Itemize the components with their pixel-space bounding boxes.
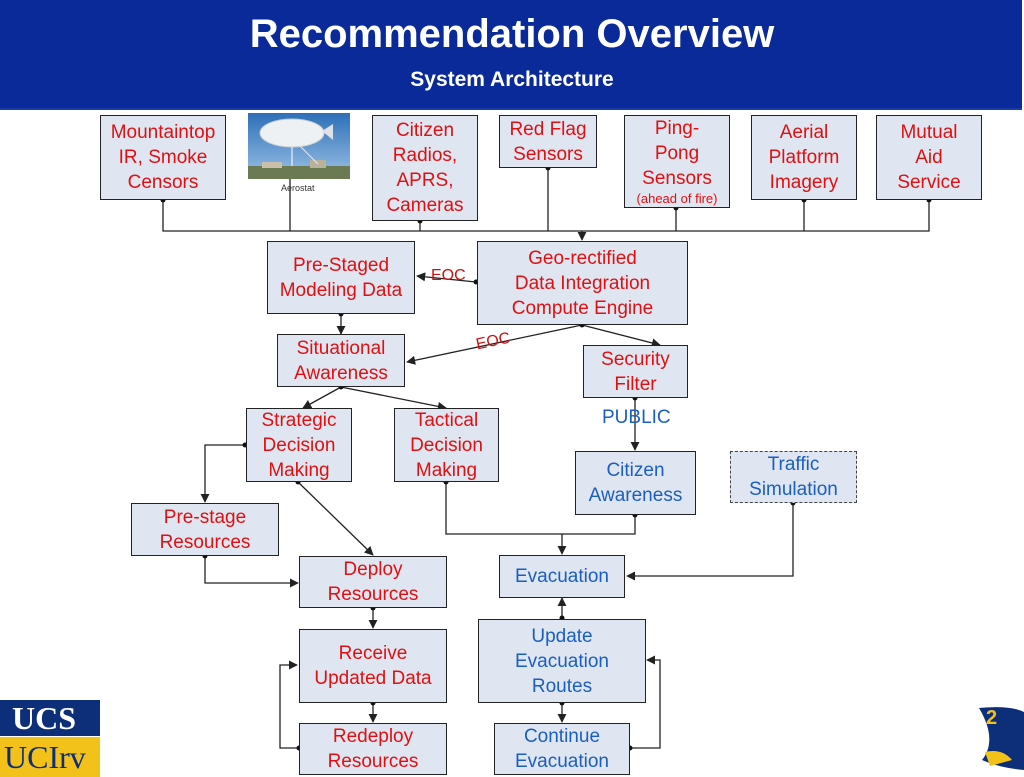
eoc-label-top: EOC — [431, 267, 466, 284]
page-number: 2 — [986, 707, 998, 729]
uci-logo: UCIrv — [0, 737, 100, 777]
ucsd-logo: UCS — [0, 700, 100, 736]
connector — [204, 556, 299, 588]
connector — [630, 655, 661, 749]
connector — [445, 482, 636, 535]
page-number-badge — [979, 707, 1024, 770]
connector — [581, 324, 661, 348]
aerostat-caption: Aerostat — [281, 183, 315, 193]
connector — [200, 444, 245, 503]
public-label: PUBLIC — [602, 407, 671, 428]
header-banner: Recommendation Overview System Architect… — [0, 0, 1022, 110]
connector — [279, 660, 299, 749]
slide-subtitle: System Architecture — [410, 68, 614, 91]
connector — [340, 386, 447, 411]
sensor-bus-line — [162, 200, 930, 232]
connector — [626, 503, 794, 581]
connector — [302, 386, 342, 409]
aerostat-image — [248, 113, 350, 179]
connector — [406, 324, 583, 365]
slide-title: Recommendation Overview — [249, 12, 775, 56]
connector — [297, 481, 374, 556]
connector — [416, 272, 477, 283]
evacuation-box: Evacuation — [499, 555, 625, 598]
